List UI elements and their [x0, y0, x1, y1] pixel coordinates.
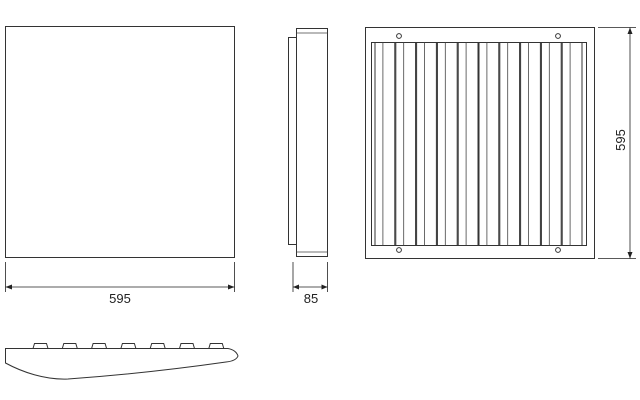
mounting-hole-top-right	[555, 33, 561, 39]
mounting-hole-bottom-right	[555, 247, 561, 253]
front-panel-outline	[5, 26, 235, 258]
width-dimension-label: 595	[109, 291, 131, 306]
side-view	[288, 28, 328, 257]
louver-slat	[457, 42, 479, 246]
louver-slats	[374, 42, 583, 246]
louver-slat	[499, 42, 521, 246]
side-body	[296, 28, 328, 257]
louver-slat	[520, 42, 541, 246]
profile-view	[5, 343, 239, 380]
depth-dimension-label: 85	[304, 291, 318, 306]
profile-tab	[208, 343, 225, 349]
profile-tab	[61, 343, 78, 349]
mounting-hole-bottom-left	[396, 247, 402, 253]
louver-slat	[540, 42, 562, 246]
profile-tabs	[32, 343, 225, 349]
mounting-hole-top-left	[396, 33, 402, 39]
louver-slat	[478, 42, 500, 246]
louver-slat	[395, 42, 417, 246]
profile-tab	[91, 343, 108, 349]
height-dimension-label: 595	[613, 129, 628, 151]
louver-slat	[436, 42, 458, 246]
profile-body	[5, 348, 239, 380]
profile-tab	[149, 343, 166, 349]
louver-view	[365, 27, 595, 259]
height-dimension: 595	[598, 27, 636, 259]
louver-slat	[561, 42, 583, 246]
profile-tab	[179, 343, 195, 349]
louver-slat	[416, 42, 437, 246]
width-dimension: 595	[5, 262, 235, 306]
profile-tab	[120, 343, 137, 349]
louver-slat	[374, 42, 396, 246]
depth-dimension: 85	[292, 262, 328, 306]
louver-outer-frame	[365, 27, 595, 259]
front-view	[5, 26, 235, 258]
profile-tab	[32, 343, 49, 349]
